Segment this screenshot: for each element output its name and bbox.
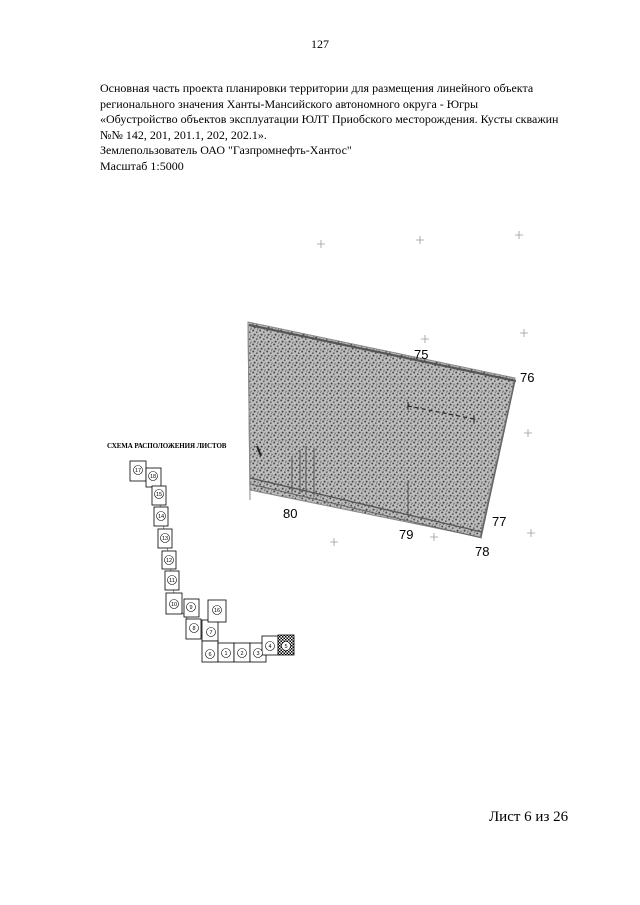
scale-line: Масштаб 1:5000	[100, 158, 184, 173]
point-label-75: 75	[414, 347, 428, 362]
sheet-number: 3	[256, 651, 259, 657]
sheet-number: 18	[150, 474, 156, 480]
point-label-76: 76	[520, 370, 534, 385]
page-number: 127	[311, 37, 329, 51]
sheet-number: 1	[224, 651, 227, 657]
header-line: «Обустройство объектов эксплуатации ЮЛТ …	[100, 112, 559, 126]
sheet-number: 5	[284, 644, 287, 650]
point-label-80: 80	[283, 506, 297, 521]
sheet-number: 17	[135, 468, 141, 474]
sheet-number: 8	[192, 626, 195, 632]
sheet-number: 9	[189, 605, 192, 611]
header-line: Основная часть проекта планировки террит…	[100, 81, 534, 95]
sheet-number: 2	[240, 651, 243, 657]
sheet-number: 12	[166, 558, 172, 564]
point-label-77: 77	[492, 514, 506, 529]
sheet-number: 11	[169, 578, 175, 584]
point-label-79: 79	[399, 527, 413, 542]
sheet-number: 4	[268, 644, 271, 650]
sheet-number-footer: Лист 6 из 26	[489, 809, 569, 825]
sheet-number: 10	[171, 602, 177, 608]
sheet-number: 14	[158, 514, 164, 520]
scheme-title: СХЕМА РАСПОЛОЖЕНИЯ ЛИСТОВ	[107, 442, 227, 450]
header-line: регионального значения Ханты-Мансийского…	[100, 96, 479, 111]
sheet-layout-scheme: 17 18 15 14 13 12 11 10 9 8 7 16 6 1 2 3…	[129, 460, 295, 663]
grid-crosses	[317, 231, 535, 546]
sheet-number: 6	[208, 652, 211, 658]
point-label-78: 78	[475, 544, 489, 559]
document-header: Основная часть проекта планировки террит…	[100, 81, 570, 174]
land-parcel	[247, 321, 517, 539]
sheet-number: 15	[156, 492, 162, 498]
sheet-number: 7	[209, 630, 212, 636]
sheet-number: 13	[162, 536, 168, 542]
land-user-line: Землепользователь ОАО "Газпромнефть-Хант…	[100, 143, 352, 157]
header-line: №№ 142, 201, 201.1, 202, 202.1».	[100, 127, 267, 142]
sheet-number: 16	[214, 608, 220, 614]
